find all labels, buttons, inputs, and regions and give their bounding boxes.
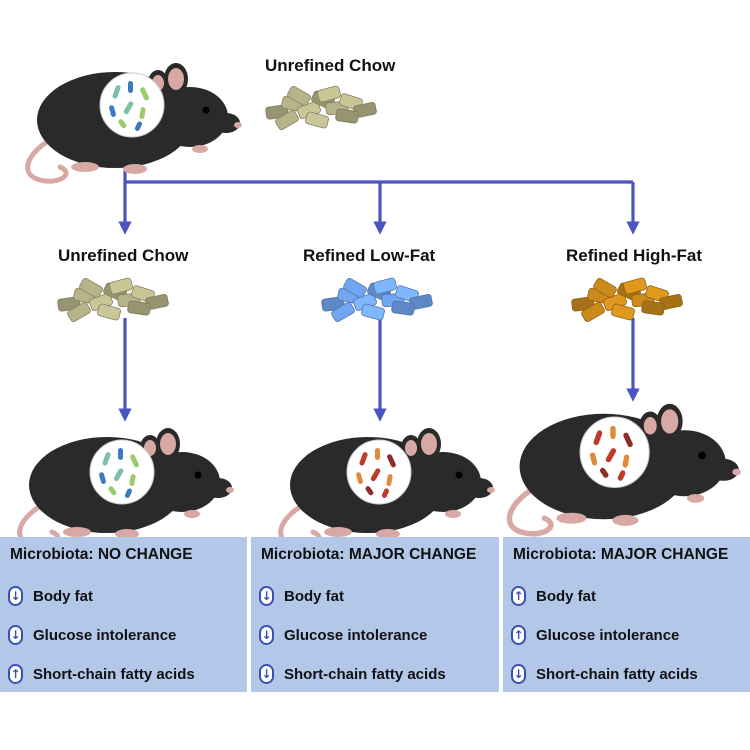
down-arrow-icon: ↓ (8, 625, 23, 645)
down-arrow-icon: ↓ (8, 586, 23, 606)
up-arrow-icon: ↑ (511, 625, 526, 645)
pellet (127, 300, 151, 316)
pellet (287, 86, 311, 106)
pellets-refined-high-fat (571, 277, 683, 322)
outcome-row: ↓ Short-chain fatty acids (259, 662, 446, 686)
pellet (611, 303, 635, 321)
down-arrow-icon: ↓ (259, 586, 274, 606)
pellet (97, 303, 121, 321)
pellet (361, 303, 385, 321)
diet-label-refined-high-fat: Refined High-Fat (566, 246, 702, 265)
microbiota-status: Microbiota: NO CHANGE (10, 546, 193, 563)
outcome-row: ↓ Body fat (259, 584, 344, 608)
down-arrow-icon: ↓ (259, 625, 274, 645)
pellet (275, 110, 299, 130)
outcome-row: ↑ Glucose intolerance (511, 623, 679, 647)
pellet (623, 277, 647, 295)
outcome-label: Body fat (536, 587, 596, 605)
up-arrow-icon: ↑ (8, 664, 23, 684)
outcome-label: Glucose intolerance (284, 626, 428, 644)
outcome-label: Glucose intolerance (33, 626, 177, 644)
mouse-refined-high-fat (509, 404, 740, 534)
outcome-panel-refined-high-fat: Microbiota: MAJOR CHANGE ↑ Body fat ↑ Gl… (503, 537, 750, 692)
down-arrow-icon: ↓ (511, 664, 526, 684)
down-arrow-icon: ↓ (259, 664, 274, 684)
pellet (641, 300, 665, 316)
diet-label-refined-low-fat: Refined Low-Fat (303, 246, 436, 265)
microbiota-status: Microbiota: MAJOR CHANGE (261, 546, 477, 563)
mouse-unrefined-chow (20, 428, 234, 546)
pellet (391, 300, 415, 316)
pellet (67, 302, 91, 322)
pellet (331, 302, 355, 322)
microbiota-circle (99, 72, 165, 138)
outcome-row: ↓ Glucose intolerance (8, 623, 176, 647)
pellet (305, 111, 329, 129)
pellet (109, 277, 133, 295)
outcome-label: Body fat (33, 587, 93, 605)
outcome-row: ↓ Body fat (8, 584, 93, 608)
outcome-panel-refined-low-fat: Microbiota: MAJOR CHANGE ↓ Body fat ↓ Gl… (251, 537, 499, 692)
mouse-refined-low-fat (281, 428, 495, 546)
outcome-label: Short-chain fatty acids (284, 665, 446, 683)
outcome-panel-unrefined-chow: Microbiota: NO CHANGE ↓ Body fat ↓ Gluco… (0, 537, 247, 692)
flow-arrows (118, 142, 640, 422)
pellet (343, 278, 367, 298)
outcome-row: ↓ Short-chain fatty acids (511, 662, 698, 686)
pellet (335, 108, 359, 124)
pellet (593, 278, 617, 298)
diet-label-unrefined-chow: Unrefined Chow (58, 246, 189, 265)
outcome-label: Short-chain fatty acids (536, 665, 698, 683)
microbiota-status: Microbiota: MAJOR CHANGE (513, 546, 729, 563)
outcome-label: Short-chain fatty acids (33, 665, 195, 683)
pellets-refined-low-fat (321, 277, 433, 322)
outcome-row: ↑ Short-chain fatty acids (8, 662, 195, 686)
pellet (373, 277, 397, 295)
up-arrow-icon: ↑ (511, 586, 526, 606)
pellet (79, 278, 103, 298)
outcome-label: Body fat (284, 587, 344, 605)
outcome-label: Glucose intolerance (536, 626, 680, 644)
outcome-row: ↓ Glucose intolerance (259, 623, 427, 647)
outcome-row: ↑ Body fat (511, 584, 596, 608)
pellets-unrefined-chow (57, 277, 169, 322)
top-diet-label: Unrefined Chow (265, 56, 396, 75)
mouse-baseline (28, 63, 242, 181)
pellet (581, 302, 605, 322)
pellet (317, 85, 341, 103)
pellets-unrefined-chow-top (265, 85, 377, 130)
